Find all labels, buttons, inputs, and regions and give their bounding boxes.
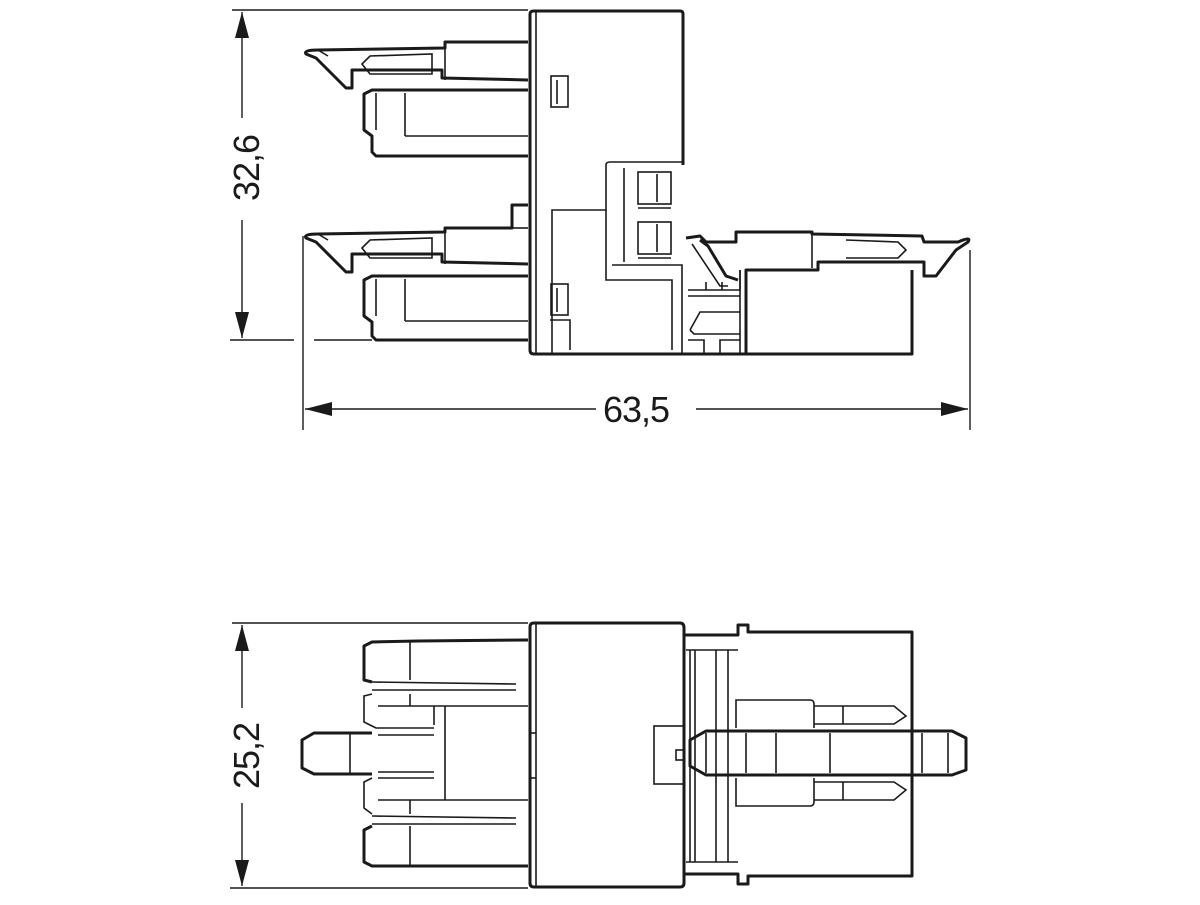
right-plug xyxy=(685,230,971,355)
left-plug-lower xyxy=(304,203,529,342)
dimension-width-side xyxy=(302,236,971,430)
top-left-contacts xyxy=(300,638,529,868)
top-right-contacts xyxy=(653,623,968,886)
central-housing xyxy=(528,9,914,356)
dimension-label-height-top: 25,2 xyxy=(226,721,267,791)
side-view xyxy=(230,9,971,430)
top-central-housing xyxy=(528,621,686,889)
dimension-height-side xyxy=(230,9,528,341)
dimension-label-width-side: 63,5 xyxy=(603,389,670,430)
dimension-height-top xyxy=(230,622,528,889)
dimension-label-height-side: 32,6 xyxy=(226,133,267,203)
top-view xyxy=(230,621,968,889)
left-plug-upper xyxy=(304,40,529,158)
